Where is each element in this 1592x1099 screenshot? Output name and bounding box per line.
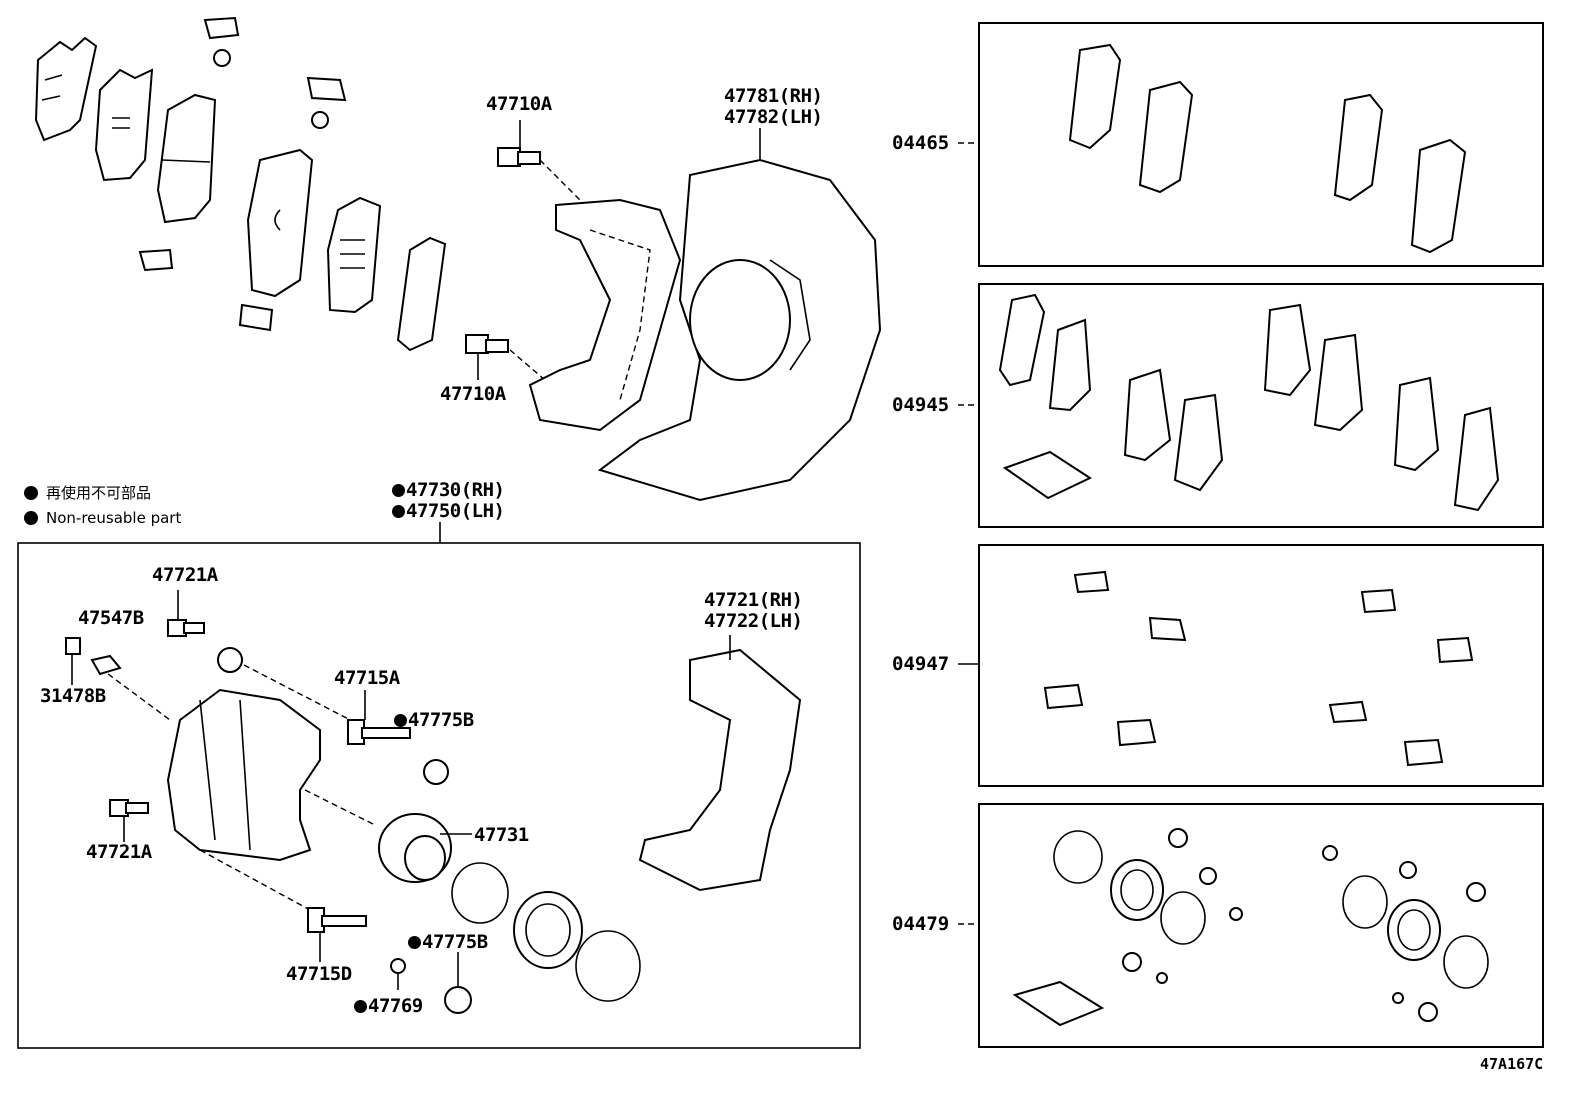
non-reusable-dot-icon — [354, 1000, 367, 1013]
diagram-reference-code: 47A167C — [1480, 1055, 1544, 1073]
non-reusable-dot-icon — [24, 486, 38, 500]
bolt-47710a-top — [497, 147, 541, 167]
guide-pin-47715a — [347, 719, 411, 745]
kit-04465-drawing — [1068, 43, 1467, 254]
caliper-bracket-upper — [528, 198, 682, 432]
kit-04479-drawing — [1012, 828, 1489, 1027]
part-label-47715d[interactable]: 47715D — [286, 963, 352, 985]
kit-code-04947[interactable]: 04947 — [892, 653, 950, 675]
brake-pad-shim-outer — [34, 36, 98, 142]
non-reusable-dot-icon — [394, 714, 407, 727]
piston-47731 — [378, 813, 452, 883]
caliper-bracket-lower — [638, 648, 802, 892]
bleeder-plug-47547b — [90, 654, 122, 676]
dust-shield — [597, 158, 882, 502]
kit-box-04945 — [978, 283, 1544, 528]
seal-rings — [451, 862, 641, 1002]
part-label-47730[interactable]: 47730(RH) — [392, 480, 505, 501]
legend-en-text: Non-reusable part — [46, 509, 182, 527]
part-label-47710a-bottom[interactable]: 47710A — [440, 383, 506, 405]
brake-pad-shim-inner — [94, 68, 154, 182]
boot-47775b-upper — [423, 759, 449, 785]
part-label-47721[interactable]: 47721(RH) — [704, 589, 803, 611]
kit-code-04945[interactable]: 04945 — [892, 394, 950, 416]
part-label-47722[interactable]: 47722(LH) — [704, 610, 803, 632]
boot-47775b-lower — [444, 986, 472, 1014]
kit-04947-drawing — [1043, 570, 1474, 767]
part-label-47750[interactable]: 47750(LH) — [392, 501, 505, 522]
kit-code-04479[interactable]: 04479 — [892, 913, 950, 935]
non-reusable-dot-icon — [24, 511, 38, 525]
brake-pad-shim-inner-2 — [326, 196, 382, 314]
kit-code-04465[interactable]: 04465 — [892, 132, 950, 154]
cap-47769 — [390, 958, 406, 974]
kit-box-04465 — [978, 22, 1544, 267]
part-label-47731[interactable]: 47731 — [474, 824, 529, 846]
non-reusable-dot-icon — [392, 505, 405, 518]
legend-non-reusable-en: Non-reusable part — [24, 509, 181, 527]
kit-04945-drawing — [998, 293, 1500, 512]
bleeder-cap-31478b — [65, 637, 81, 655]
kit-box-04947 — [978, 544, 1544, 787]
non-reusable-dot-icon — [408, 936, 421, 949]
bolt-47721a-lower — [109, 799, 149, 817]
brake-pad-shim-inner-3 — [396, 236, 447, 352]
legend-non-reusable-ja: 再使用不可部品 — [24, 484, 151, 502]
brake-pad-inner — [246, 148, 314, 298]
part-label-47775b-bottom[interactable]: 47775B — [408, 932, 488, 953]
non-reusable-dot-icon — [392, 484, 405, 497]
caliper-body — [166, 647, 321, 862]
part-label-47775b-top[interactable]: 47775B — [394, 710, 474, 731]
part-label-47710a-top[interactable]: 47710A — [486, 93, 552, 115]
part-label-47781[interactable]: 47781(RH) — [724, 85, 823, 107]
kit-box-04479 — [978, 803, 1544, 1048]
bolt-47710a-bottom — [465, 334, 509, 354]
part-label-47769[interactable]: 47769 — [354, 996, 423, 1017]
part-label-47721a-bottom[interactable]: 47721A — [86, 841, 152, 863]
guide-pin-47715d — [307, 907, 367, 933]
legend-ja-text: 再使用不可部品 — [46, 484, 152, 502]
part-label-47715a[interactable]: 47715A — [334, 667, 400, 689]
part-label-47782[interactable]: 47782(LH) — [724, 106, 823, 128]
part-label-31478b[interactable]: 31478B — [40, 685, 106, 707]
part-label-47547b[interactable]: 47547B — [78, 607, 144, 629]
bolt-47721a-upper — [167, 619, 205, 637]
part-label-47721a-top[interactable]: 47721A — [152, 564, 218, 586]
brake-pad-outer — [156, 93, 217, 224]
pad-clip-small — [138, 16, 347, 332]
